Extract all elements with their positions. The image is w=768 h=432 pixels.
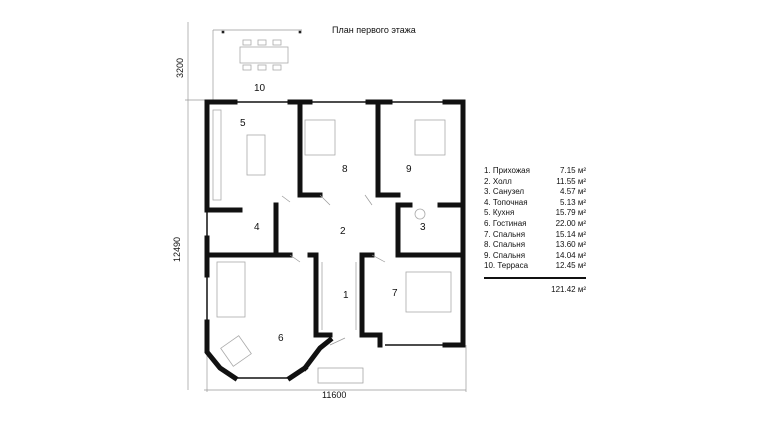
room-name: 9. Спальня [484, 250, 526, 260]
legend-row: 1. Прихожая 7.15 м² [484, 166, 586, 177]
legend-row: 6. Гостиная 22.00 м² [484, 219, 586, 230]
dim-house-depth: 12490 [172, 237, 182, 262]
room-area-legend: 1. Прихожая 7.15 м² 2. Холл 11.55 м² 3. Са… [484, 166, 586, 294]
room-name: 2. Холл [484, 176, 512, 186]
room-area: 7.15 м² [560, 166, 586, 175]
room-name: 5. Кухня [484, 208, 515, 218]
legend-row: 4. Топочная 5.13 м² [484, 198, 586, 209]
room-area: 15.14 м² [555, 229, 586, 239]
dim-terrace: 3200 [175, 58, 185, 78]
room-label-5: 5 [240, 118, 246, 129]
room-area: 15.79 м² [555, 208, 586, 218]
room-area: 4.57 м² [560, 187, 586, 197]
doors [281, 194, 386, 384]
room-name: 1. Прихожая [484, 166, 530, 175]
legend-row: 2. Холл 11.55 м² [484, 177, 586, 188]
dim-house-width: 11600 [322, 390, 346, 400]
legend-row: 9. Спальня 14.04 м² [484, 251, 586, 262]
room-area: 11.55 м² [556, 176, 586, 186]
room-name: 7. Спальня [484, 229, 526, 239]
legend-row: 3. Санузел 4.57 м² [484, 187, 586, 198]
room-label-6: 6 [278, 333, 284, 344]
room-label-3: 3 [420, 222, 426, 233]
room-area: 5.13 м² [560, 197, 586, 207]
windows [206, 101, 445, 379]
room-area: 14.04 м² [555, 250, 586, 260]
legend-row: 10. Терраса 12.45 м² [484, 261, 586, 272]
legend-row: 7. Спальня 15.14 м² [484, 230, 586, 241]
room-name: 6. Гостиная [484, 218, 527, 228]
walls [204, 99, 466, 382]
room-name: 10. Терраса [484, 261, 529, 271]
room-label-10: 10 [254, 83, 266, 94]
terrace-table [221, 30, 302, 71]
room-label-8: 8 [342, 164, 348, 175]
legend-row: 8. Спальня 13.60 м² [484, 240, 586, 251]
plan-title: План первого этажа [332, 25, 416, 35]
room-label-1: 1 [343, 290, 349, 301]
room-name: 4. Топочная [484, 197, 528, 207]
room-label-9: 9 [406, 164, 412, 175]
legend-divider [484, 276, 586, 279]
room-area: 13.60 м² [555, 240, 586, 250]
total-area: 121.42 м² [551, 284, 586, 294]
room-name: 3. Санузел [484, 187, 525, 197]
room-name: 8. Спальня [484, 240, 526, 250]
room-area: 22.00 м² [555, 218, 586, 228]
room-label-4: 4 [254, 222, 260, 233]
room-area: 12.45 м² [555, 261, 586, 271]
room-label-2: 2 [340, 226, 346, 237]
legend-row: 5. Кухня 15.79 м² [484, 208, 586, 219]
room-label-7: 7 [392, 288, 398, 299]
dimension-lines [185, 22, 467, 392]
furniture [212, 109, 452, 367]
